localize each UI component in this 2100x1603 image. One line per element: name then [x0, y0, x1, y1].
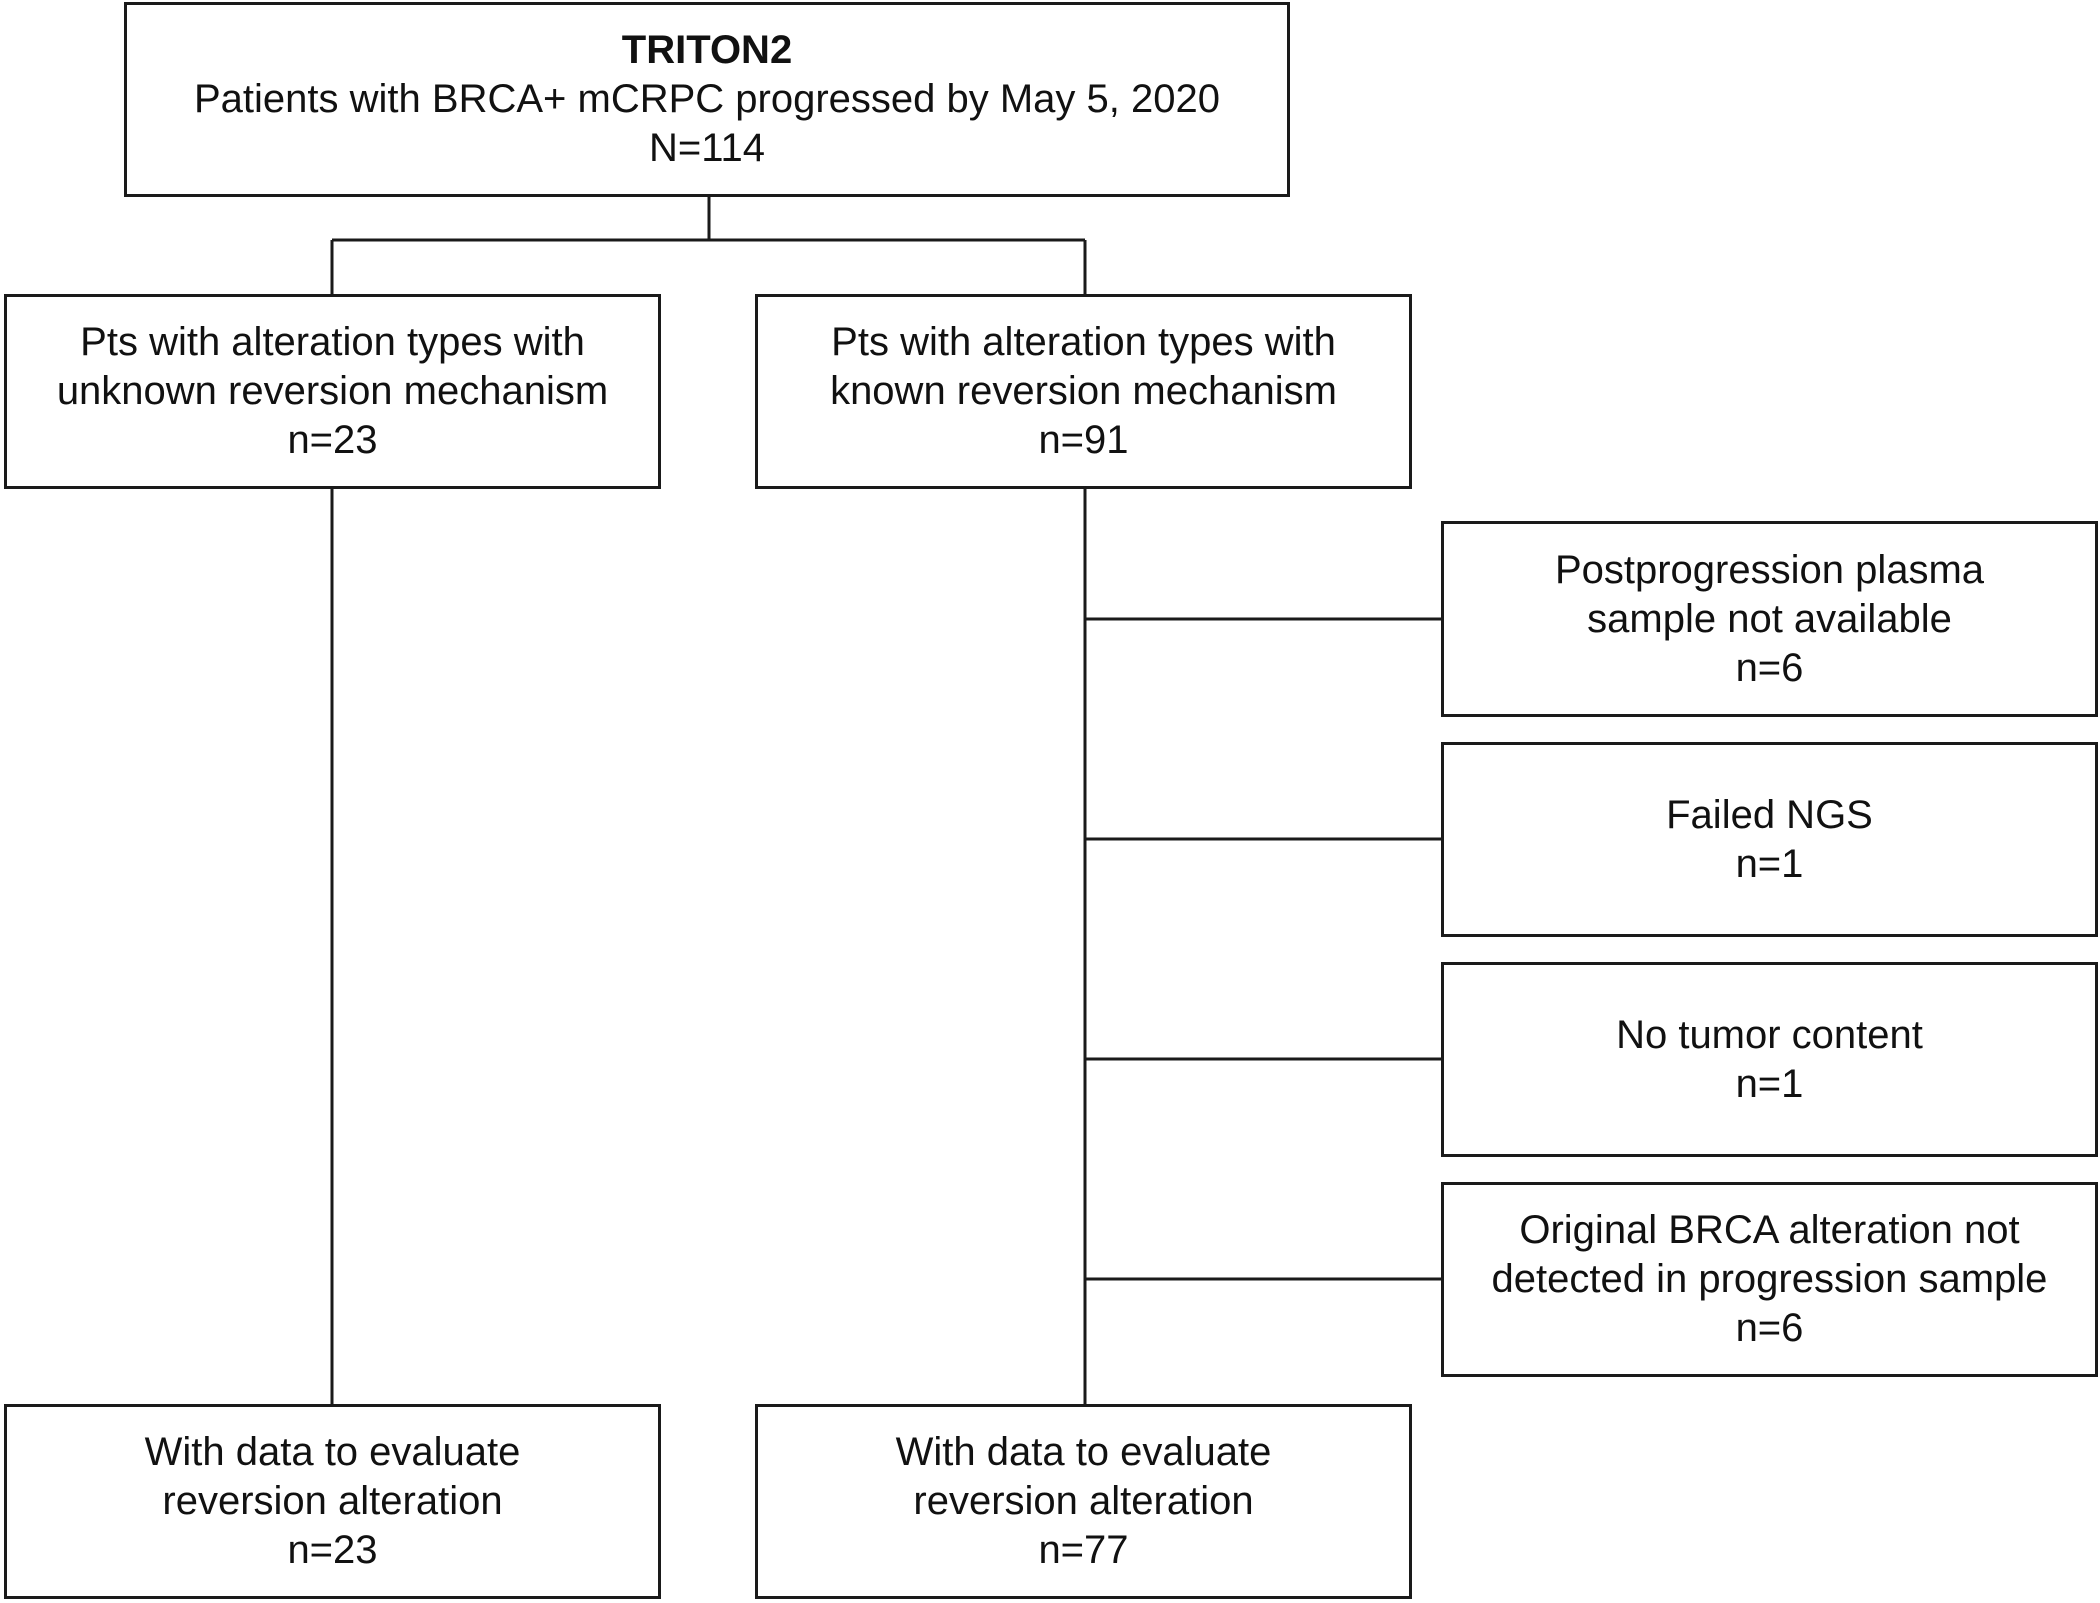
unknown-mechanism-line1: Pts with alteration types with: [80, 320, 585, 364]
exclusion-brca-not-detected-box: Original BRCA alteration not detected in…: [1441, 1182, 2098, 1377]
known-mechanism-line2: known reversion mechanism: [830, 369, 1337, 413]
exclusion-plasma-unavailable-box: Postprogression plasma sample not availa…: [1441, 521, 2098, 717]
evaluable-unknown-count: n=23: [287, 1528, 378, 1572]
evaluable-unknown-box: With data to evaluate reversion alterati…: [4, 1404, 661, 1599]
exclusion-ngs-count: n=1: [1735, 841, 1804, 886]
evaluable-known-line2: reversion alteration: [913, 1479, 1254, 1523]
evaluable-known-box: With data to evaluate reversion alterati…: [755, 1404, 1412, 1599]
exclusion-ngs-line1: Failed NGS: [1666, 792, 1873, 837]
exclusion-failed-ngs-box: Failed NGS n=1: [1441, 742, 2098, 937]
exclusion-plasma-count: n=6: [1735, 645, 1804, 690]
known-mechanism-line1: Pts with alteration types with: [831, 320, 1336, 364]
known-mechanism-count: n=91: [1038, 418, 1129, 462]
known-mechanism-box: Pts with alteration types with known rev…: [755, 294, 1412, 489]
enrollment-description: Patients with BRCA+ mCRPC progressed by …: [194, 77, 1220, 121]
unknown-mechanism-box: Pts with alteration types with unknown r…: [4, 294, 661, 489]
study-title: TRITON2: [621, 28, 793, 72]
evaluable-unknown-line1: With data to evaluate: [144, 1430, 521, 1474]
unknown-mechanism-count: n=23: [287, 418, 378, 462]
evaluable-known-line1: With data to evaluate: [895, 1430, 1272, 1474]
enrollment-count: N=114: [648, 126, 765, 170]
exclusion-tumor-count: n=1: [1735, 1061, 1804, 1106]
exclusion-no-tumor-content-box: No tumor content n=1: [1441, 962, 2098, 1157]
exclusion-tumor-line1: No tumor content: [1616, 1012, 1923, 1057]
exclusion-brca-count: n=6: [1735, 1306, 1804, 1350]
exclusion-brca-line2: detected in progression sample: [1491, 1257, 2048, 1301]
triton2-enrollment-box: TRITON2 Patients with BRCA+ mCRPC progre…: [124, 2, 1290, 197]
exclusion-plasma-line1: Postprogression plasma: [1554, 547, 1985, 592]
exclusion-plasma-line2: sample not available: [1587, 596, 1952, 641]
evaluable-known-count: n=77: [1038, 1528, 1129, 1572]
evaluable-unknown-line2: reversion alteration: [162, 1479, 503, 1523]
exclusion-brca-line1: Original BRCA alteration not: [1519, 1208, 2020, 1252]
unknown-mechanism-line2: unknown reversion mechanism: [56, 369, 609, 413]
